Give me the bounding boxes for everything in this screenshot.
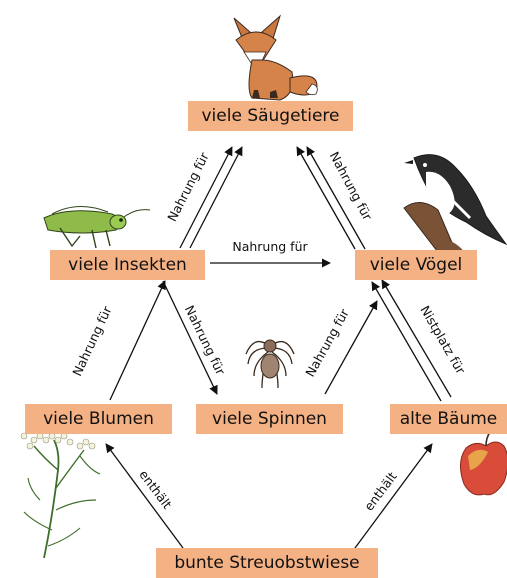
label-spinnen-to-voegel: Nahrung für [302,306,352,380]
bird-illustration [404,155,506,262]
flower-illustration [21,433,100,558]
label-insekten-to-spinnen: Nahrung für [182,303,229,378]
node-alte-baeume: alte Bäume [390,404,507,434]
spider-illustration [246,340,294,388]
label-baeume-to-voegel: Nistplatz für [417,303,469,377]
grasshopper-illustration [44,206,150,248]
node-viele-saeugetiere: viele Säugetiere [188,101,353,131]
apple-illustration [460,432,507,495]
label-insekten-to-voegel: Nahrung für [232,239,308,254]
label-blumen-to-insekten: Nahrung für [69,303,115,378]
label-streuobstwiese-to-baeume: enthält [361,469,400,514]
arrow-streuobstwiese-to-blumen [106,444,183,548]
node-viele-voegel: viele Vögel [355,250,477,280]
node-viele-blumen: viele Blumen [25,404,172,434]
fox-illustration [234,16,317,100]
arrow-baeume-to-voegel-2 [372,282,441,401]
label-streuobstwiese-to-blumen: enthält [136,467,175,512]
arrow-blumen-to-insekten [110,281,165,400]
node-viele-spinnen: viele Spinnen [196,404,343,434]
node-viele-insekten: viele Insekten [50,250,205,280]
label-insekten-to-saeugetiere: Nahrung für [164,149,212,224]
node-bunte-streuobstwiese: bunte Streuobstwiese [156,548,378,578]
